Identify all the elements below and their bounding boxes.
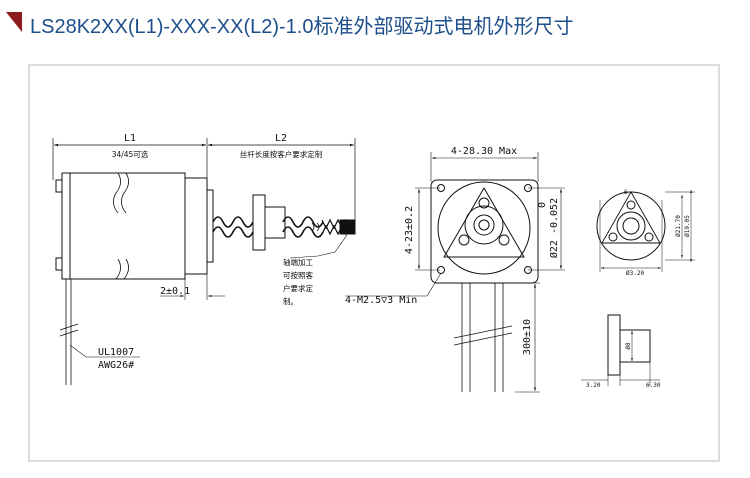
label-nut-b: Ø3.20 (626, 270, 644, 277)
label-l2: L2 (275, 133, 287, 144)
note-l1: 34/45可选 (112, 149, 149, 159)
title-marker (6, 12, 22, 32)
label-nut-e: Ø8 (625, 342, 632, 350)
nut-view (581, 190, 695, 386)
wire-spec-1: UL1007 (98, 347, 134, 358)
note-l2: 丝杆长度按客户要求定制 (240, 149, 323, 159)
side-view (52, 138, 356, 385)
end-note-3: 户要求定 (283, 283, 313, 293)
label-l1: L1 (124, 133, 136, 144)
header: LS28K2XX(L1)-XXX-XX(L2)-1.0标准外部驱动式电机外形尺寸 (0, 0, 750, 48)
label-flange-thickness: 2±0.1 (160, 286, 190, 297)
front-view (345, 152, 565, 393)
label-front-width: 4-28.30 Max (451, 146, 517, 157)
label-nut-f: 3.20 (586, 382, 601, 389)
label-front-square: 4-23±0.2 (404, 206, 415, 254)
end-note-1: 轴端加工 (283, 257, 313, 267)
label-nut-c: Ø21.70 (675, 215, 682, 237)
page-title: LS28K2XX(L1)-XXX-XX(L2)-1.0标准外部驱动式电机外形尺寸 (30, 16, 574, 38)
label-front-pilot: Ø22 -0.052 (548, 198, 560, 258)
label-front-holes: 4-M2.5▽3 Min (345, 295, 417, 306)
label-nut-d: Ø19.05 (684, 215, 691, 237)
label-front-pilot-tol: 0 (537, 202, 548, 208)
lead-screw (212, 194, 356, 251)
end-note-2: 可按照客 (283, 270, 313, 280)
wire-spec-2: AWG26# (98, 360, 134, 371)
label-nut-g: 6.30 (646, 382, 661, 389)
label-nut-a: 6 (624, 189, 628, 196)
end-note-4: 制。 (283, 296, 298, 306)
drawing-panel (28, 64, 720, 462)
label-lead-length: 300±10 (522, 319, 533, 355)
